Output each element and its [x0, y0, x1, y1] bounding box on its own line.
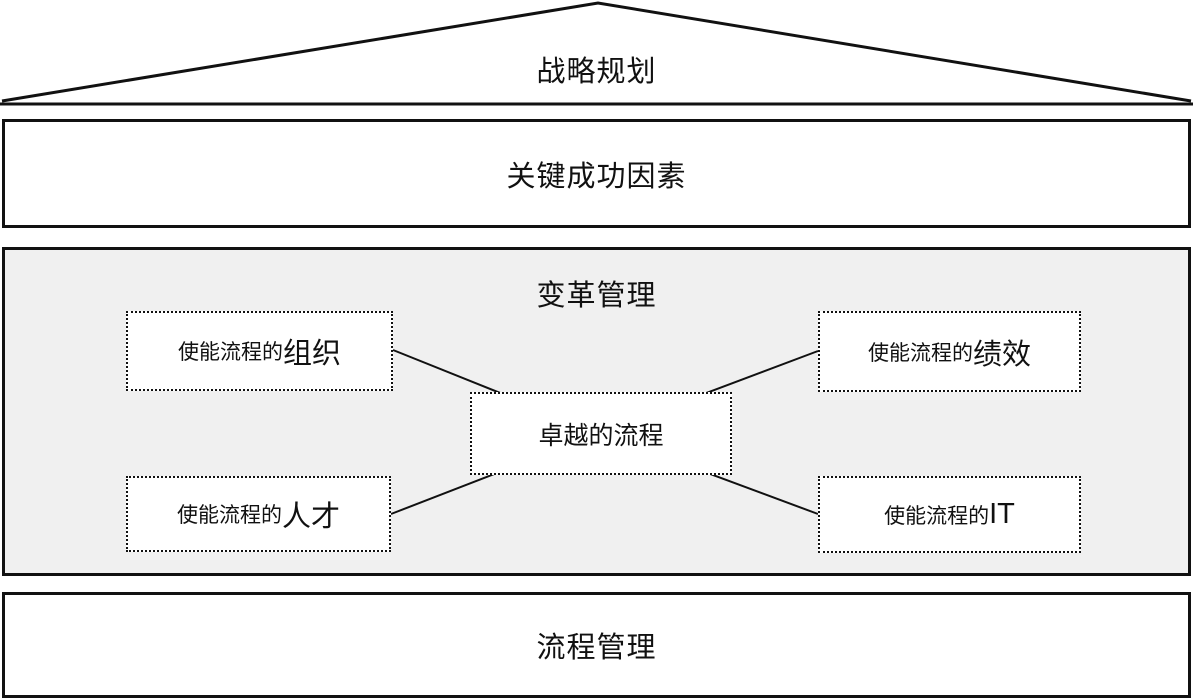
enabler-box-organization: 使能流程的组织: [126, 311, 393, 391]
enabler-prefix: 使能流程的: [176, 504, 282, 527]
key-success-factors-label: 关键成功因素: [506, 160, 687, 193]
strategy-planning-label: 战略规划: [536, 56, 657, 88]
excellent-process-box: 卓越的流程: [470, 392, 732, 475]
enabler-prefix: 使能流程的: [177, 341, 283, 364]
enabler-prefix: 使能流程的: [884, 504, 990, 528]
enabler-emphasis-it: IT: [989, 498, 1015, 530]
enabler-prefix: 使能流程的: [867, 341, 973, 365]
change-management-label: 变革管理: [536, 280, 657, 312]
process-management-label: 流程管理: [536, 632, 657, 664]
enabler-box-talent: 使能流程的人才: [126, 476, 391, 552]
process-management-band: 流程管理: [2, 592, 1191, 698]
excellent-process-label: 卓越的流程: [538, 421, 664, 450]
key-success-factors-band: 关键成功因素: [2, 119, 1191, 228]
enabler-emphasis-organization: 组织: [282, 338, 341, 370]
enabler-box-performance: 使能流程的绩效: [818, 311, 1081, 392]
enabler-emphasis-performance: 绩效: [972, 338, 1031, 371]
enabler-emphasis-talent: 人才: [281, 501, 340, 533]
